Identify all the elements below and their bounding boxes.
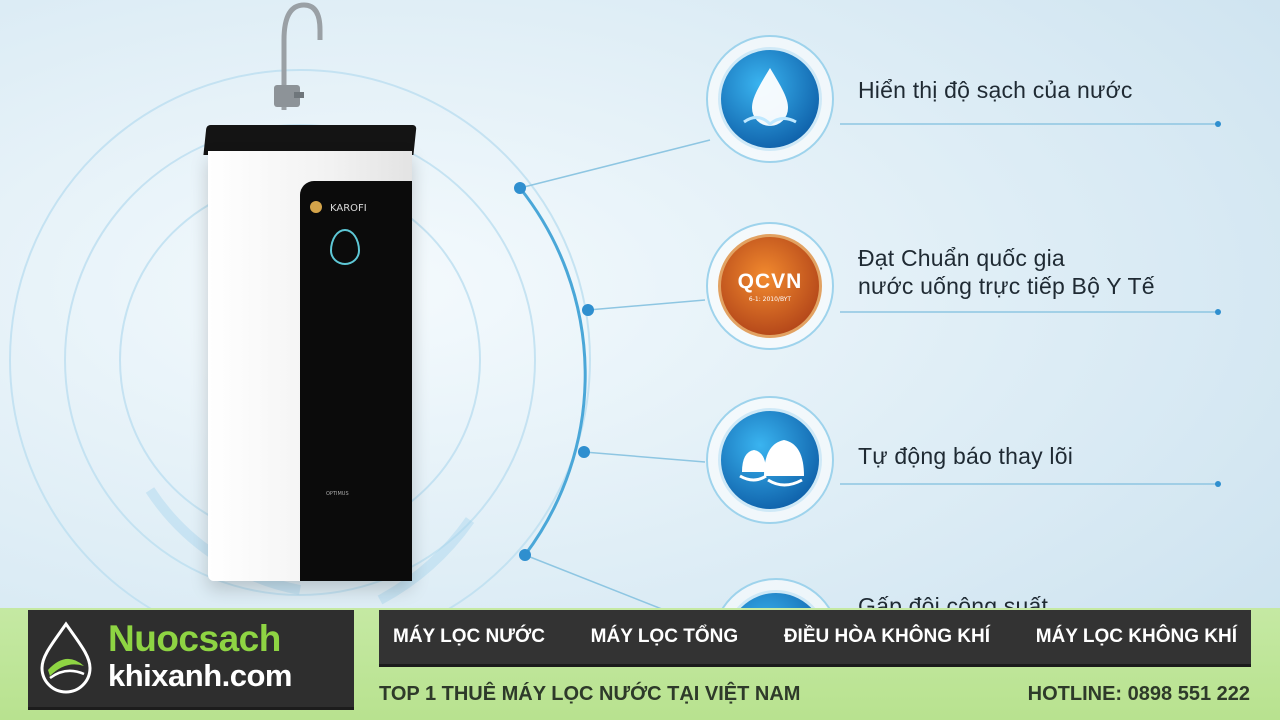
nav-item-water-purifier[interactable]: MÁY LỌC NƯỚC: [393, 626, 545, 647]
water-clean-badge: [706, 35, 834, 163]
nav-item-air-conditioner[interactable]: ĐIỀU HÒA KHÔNG KHÍ: [783, 626, 991, 647]
faucet-icon: [274, 2, 323, 110]
purifier-logo-dot: [310, 201, 322, 213]
water-drop-indicator-icon: [330, 229, 360, 265]
nav-item-whole-house-filter[interactable]: MÁY LỌC TỔNG: [590, 626, 739, 647]
logo-text-line2: khixanh.com: [108, 658, 293, 693]
logo-text-line1: Nuocsach: [108, 618, 281, 659]
qcvn-label: QCVN: [737, 269, 803, 293]
tagline: TOP 1 THUÊ MÁY LỌC NƯỚC TẠI VIỆT NAM: [379, 683, 801, 705]
hotline[interactable]: HOTLINE: 0898 551 222: [1027, 683, 1250, 705]
feature-national-standard: Đạt Chuẩn quốc gia nước uống trực tiếp B…: [858, 245, 1155, 299]
site-logo[interactable]: Nuocsach khixanh.com: [28, 610, 354, 707]
footer-bar: Nuocsach khixanh.com MÁY LỌC NƯỚC MÁY LỌ…: [0, 608, 1280, 720]
leaf-drop-logo-icon: [40, 621, 92, 694]
nav-item-air-purifier[interactable]: MÁY LỌC KHÔNG KHÍ: [1035, 626, 1237, 647]
filter-alert-badge: [706, 396, 834, 524]
water-purifier-product: KAROFI OPTIMUS: [203, 125, 417, 585]
purifier-panel-text: OPTIMUS: [326, 491, 349, 497]
bell-icon: [739, 440, 804, 487]
connector-arc: [518, 187, 587, 556]
purifier-front-panel: KAROFI OPTIMUS: [300, 181, 412, 581]
main-nav: MÁY LỌC NƯỚC MÁY LỌC TỔNG ĐIỀU HÒA KHÔNG…: [379, 610, 1251, 664]
water-drop-icon: [743, 68, 797, 127]
qcvn-badge: QCVN 6-1: 2010/BYT: [706, 222, 834, 350]
qcvn-sub: 6-1: 2010/BYT: [748, 295, 792, 303]
feature-water-display: Hiển thị độ sạch của nước: [858, 77, 1133, 103]
feature-filter-alert: Tự động báo thay lõi: [858, 443, 1074, 469]
purifier-brand: KAROFI: [330, 203, 367, 214]
